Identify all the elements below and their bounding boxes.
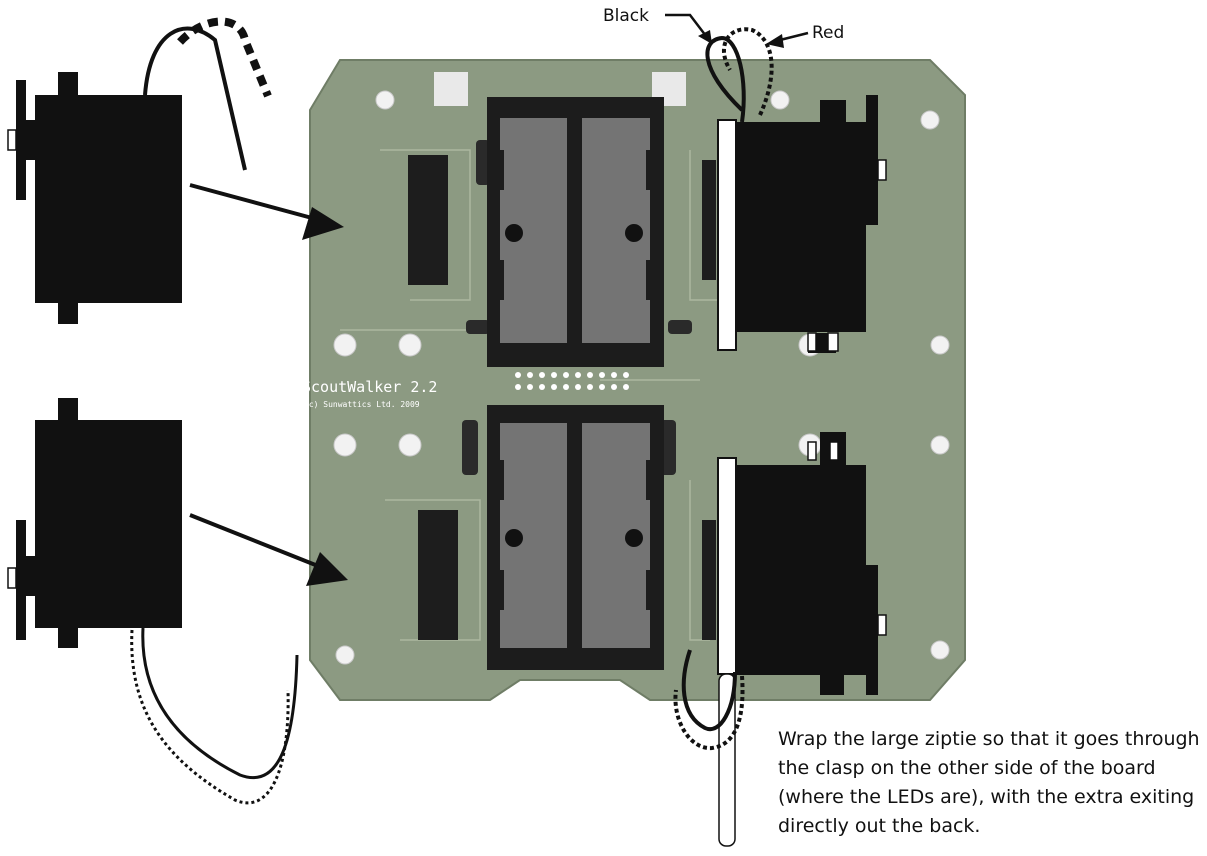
servo-left-bottom — [8, 398, 182, 648]
red-wire-label: Red — [812, 23, 844, 43]
battery-pack-bottom — [487, 405, 664, 670]
label-leaders — [665, 15, 808, 48]
board-name: ScoutWalker 2.2 — [302, 378, 437, 396]
ziptie-bottom — [718, 458, 736, 846]
servo-right-bottom — [728, 432, 886, 695]
ziptie-top — [718, 120, 736, 350]
board-copyright: (c) Sunwattics Ltd. 2009 — [304, 400, 420, 409]
servo-left-top — [8, 72, 182, 324]
black-wire-label: Black — [603, 6, 649, 26]
battery-pack-top — [487, 97, 664, 367]
servo-right-top — [728, 95, 886, 353]
instruction-text: Wrap the large ziptie so that it goes th… — [778, 725, 1207, 841]
